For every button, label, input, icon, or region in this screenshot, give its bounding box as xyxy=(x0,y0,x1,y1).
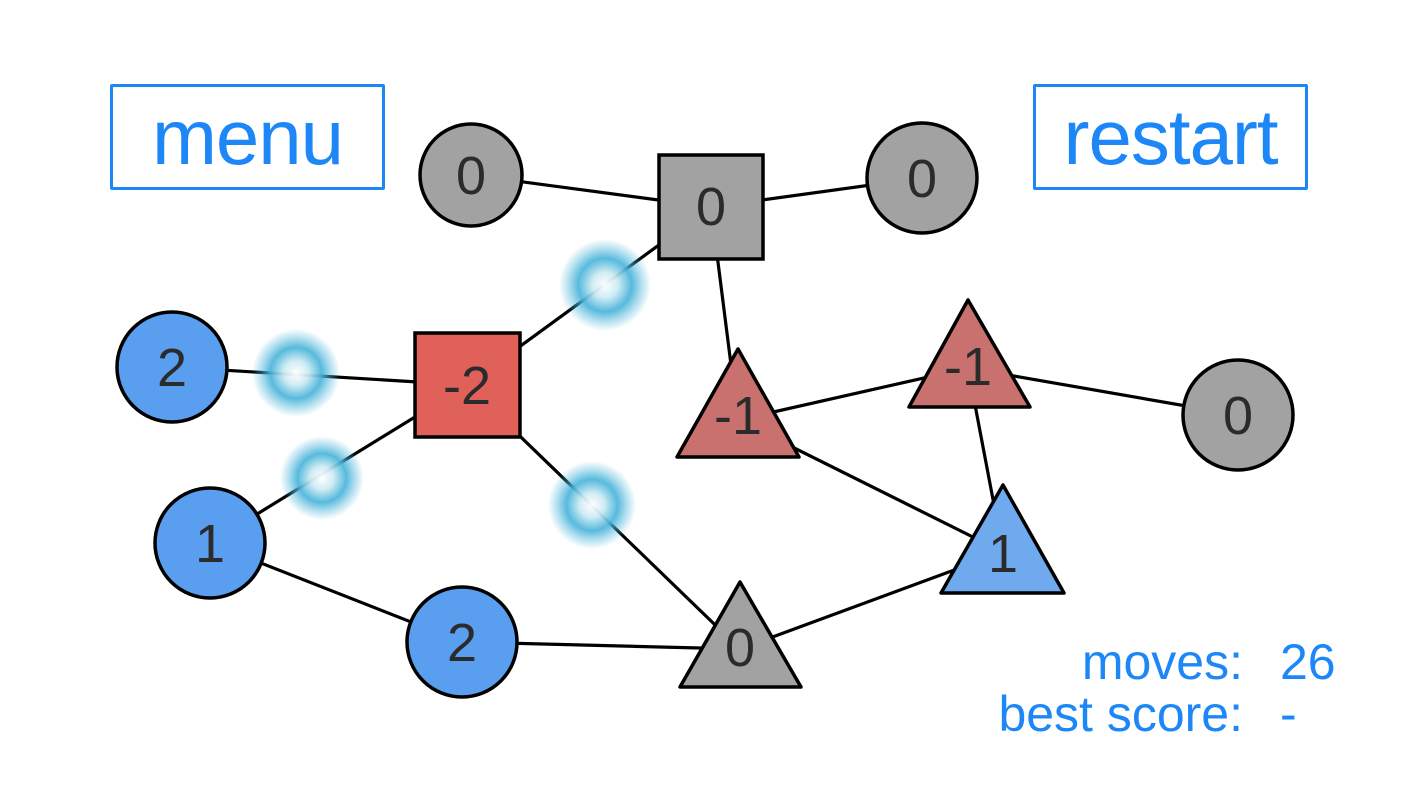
blue-circle-shape[interactable] xyxy=(115,310,229,424)
gray-triangle-shape[interactable] xyxy=(678,580,803,689)
best-score-label: best score: xyxy=(998,686,1243,742)
gray-circle-shape[interactable] xyxy=(1181,358,1295,472)
node-blue-circle-mid-left[interactable]: 1 xyxy=(153,486,267,600)
blue-circle-shape[interactable] xyxy=(153,486,267,600)
menu-button[interactable]: menu xyxy=(110,84,385,190)
node-red-triangle-right[interactable]: -1 xyxy=(907,298,1032,409)
glow-edge-blue-circle-mid-left--red-square-mid[interactable] xyxy=(280,436,364,520)
red-square-shape[interactable] xyxy=(413,331,522,439)
node-blue-triangle-right[interactable]: 1 xyxy=(939,483,1066,595)
moves-value: 26 xyxy=(1280,634,1336,690)
glow-edge-red-square-mid--gray-triangle-bottom[interactable] xyxy=(548,461,636,549)
node-gray-circle-top-left[interactable]: 0 xyxy=(418,122,524,228)
node-red-square-mid[interactable]: -2 xyxy=(413,331,522,439)
node-red-triangle-mid[interactable]: -1 xyxy=(675,347,801,459)
restart-button[interactable]: restart xyxy=(1033,84,1308,190)
node-gray-square-top[interactable]: 0 xyxy=(657,153,765,261)
glow-edge-blue-circle-left--red-square-mid[interactable] xyxy=(252,329,340,417)
best-score-value: - xyxy=(1280,686,1297,742)
gray-square-shape[interactable] xyxy=(657,153,765,261)
red-triangle-shape[interactable] xyxy=(675,347,801,459)
moves-label: moves: xyxy=(1081,634,1243,690)
blue-circle-shape[interactable] xyxy=(405,585,519,699)
score-hud: moves: 26 best score: - xyxy=(998,634,1336,742)
node-gray-circle-right[interactable]: 0 xyxy=(1181,358,1295,472)
blue-triangle-shape[interactable] xyxy=(939,483,1066,595)
glow-edge-gray-square-top--red-square-mid[interactable] xyxy=(559,239,651,331)
glow-layer xyxy=(252,239,651,549)
gray-circle-shape[interactable] xyxy=(418,122,524,228)
node-blue-circle-bottom[interactable]: 2 xyxy=(405,585,519,699)
red-triangle-shape[interactable] xyxy=(907,298,1032,409)
gray-circle-shape[interactable] xyxy=(865,121,979,235)
node-gray-circle-top-right[interactable]: 0 xyxy=(865,121,979,235)
node-blue-circle-left[interactable]: 2 xyxy=(115,310,229,424)
